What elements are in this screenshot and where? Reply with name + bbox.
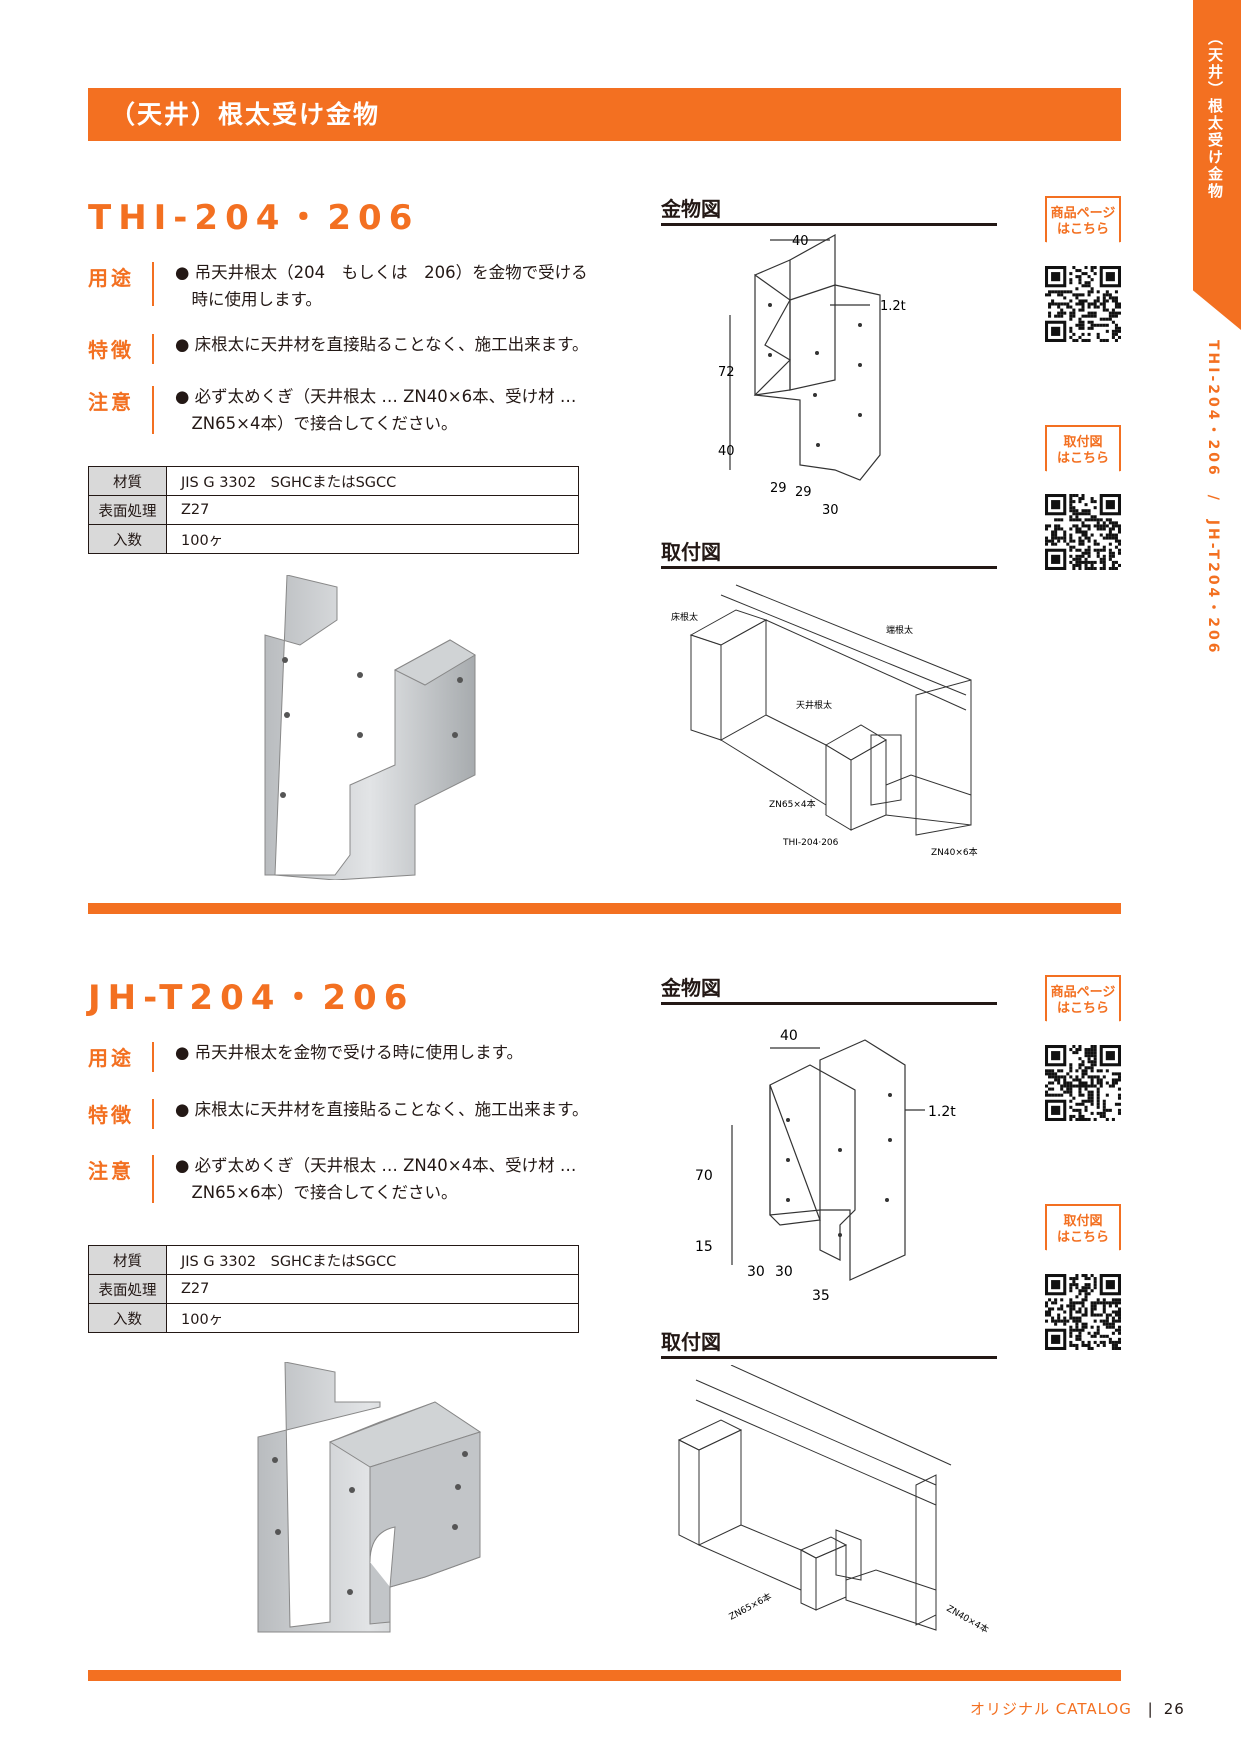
side-index-tab[interactable]: （天井）根太受け金物 [1193,0,1241,330]
divider [152,1042,154,1072]
page-number: 26 [1163,1700,1185,1718]
footer-separator: | [1147,1700,1154,1718]
catalog-label: オリジナル CATALOG [970,1700,1132,1718]
divider [152,386,154,434]
svg-text:ZN65×4本: ZN65×4本 [769,798,816,810]
divider [152,1155,154,1203]
mounting-diagram-heading: 取付図 [661,540,721,564]
feature-text: ● 床根太に天井材を直接貼ることなく、施工出来ます。 [175,335,589,354]
usage-text: ● 吊天井根太を金物で受ける時に使用します。 [175,1043,523,1062]
caution-label: 注意 [88,1159,134,1183]
caution-label: 注意 [88,390,134,414]
mounting-diagram: 床根太 端根太 天井根太 ZN65×4本 THI-204·206 ZN40×6本 [671,584,978,858]
svg-text:30: 30 [822,503,839,518]
section-separator [88,1670,1121,1681]
product-page-link-badge[interactable]: 商品ページはこちら [1045,975,1121,1031]
feature-text: ● 床根太に天井材を直接貼ることなく、施工出来ます。 [175,1100,589,1119]
mounting-link-badge[interactable]: 取付図はこちら [1045,1204,1121,1260]
svg-text:30: 30 [775,1264,793,1280]
qr-code-icon[interactable] [1045,1274,1121,1350]
svg-text:70: 70 [695,1168,713,1184]
svg-text:72: 72 [718,365,735,380]
qr-code-icon[interactable] [1045,1045,1121,1121]
svg-text:THI-204·206: THI-204·206 [782,838,839,848]
product-photo [257,1362,482,1633]
hardware-diagram-heading: 金物図 [661,197,721,221]
product-model-title: JH-T204・206 [88,978,415,1018]
hardware-diagram: 40 1.2t 70 15 30 30 35 [695,1028,956,1304]
svg-text:40: 40 [792,234,809,249]
svg-text:30: 30 [747,1264,765,1280]
divider [661,1002,997,1005]
mounting-link-badge[interactable]: 取付図はこちら [1045,425,1121,481]
product-page-link-badge[interactable]: 商品ページはこちら [1045,196,1121,252]
svg-text:床根太: 床根太 [671,611,698,623]
mounting-diagram: ZN65×6本 ZN40×4本 [677,1365,991,1636]
section-separator [88,903,1121,914]
product-photo [264,575,476,880]
usage-text: ● 吊天井根太（204 もしくは 206）を金物で受ける 時に使用します。 [175,263,588,309]
page-header-bar: （天井）根太受け金物 [88,88,1121,141]
feature-label: 特徴 [88,1103,134,1127]
qr-code-icon[interactable] [1045,494,1121,570]
svg-text:1.2t: 1.2t [880,299,906,314]
svg-text:40: 40 [718,444,735,459]
svg-text:ZN40×6本: ZN40×6本 [931,846,978,858]
svg-text:1.2t: 1.2t [928,1104,956,1120]
divider [661,566,997,569]
hardware-diagram: 40 1.2t 72 40 29 29 30 [718,233,906,518]
side-tab-models: THI-204・206 / JH-T204・206 [1205,340,1221,656]
divider [152,334,154,364]
caution-text: ● 必ず太めくぎ（天井根太 … ZN40×6本、受け材 … ZN65×4本）で接… [175,387,577,433]
svg-text:ZN40×4本: ZN40×4本 [945,1602,991,1636]
svg-text:15: 15 [695,1239,713,1255]
page-title: （天井）根太受け金物 [110,100,381,129]
footer: オリジナル CATALOG | 26 [970,1698,1185,1719]
svg-text:40: 40 [780,1028,798,1044]
svg-text:35: 35 [812,1288,830,1304]
qr-code-icon[interactable] [1045,266,1121,342]
divider [661,1356,997,1359]
usage-label: 用途 [88,266,134,290]
feature-label: 特徴 [88,338,134,362]
svg-text:端根太: 端根太 [886,624,913,636]
svg-text:ZN65×6本: ZN65×6本 [727,1590,774,1622]
svg-text:天井根太: 天井根太 [796,699,832,711]
divider [152,262,154,306]
caution-text: ● 必ず太めくぎ（天井根太 … ZN40×4本、受け材 … ZN65×6本）で接… [175,1156,577,1202]
hardware-diagram-heading: 金物図 [661,976,721,1000]
mounting-diagram-heading: 取付図 [661,1330,721,1354]
svg-text:29: 29 [795,485,812,500]
product-model-title: THI-204・206 [88,198,420,238]
divider [661,223,997,226]
usage-label: 用途 [88,1046,134,1070]
side-tab-category: （天井）根太受け金物 [1206,30,1224,200]
divider [152,1099,154,1129]
svg-text:29: 29 [770,481,787,496]
